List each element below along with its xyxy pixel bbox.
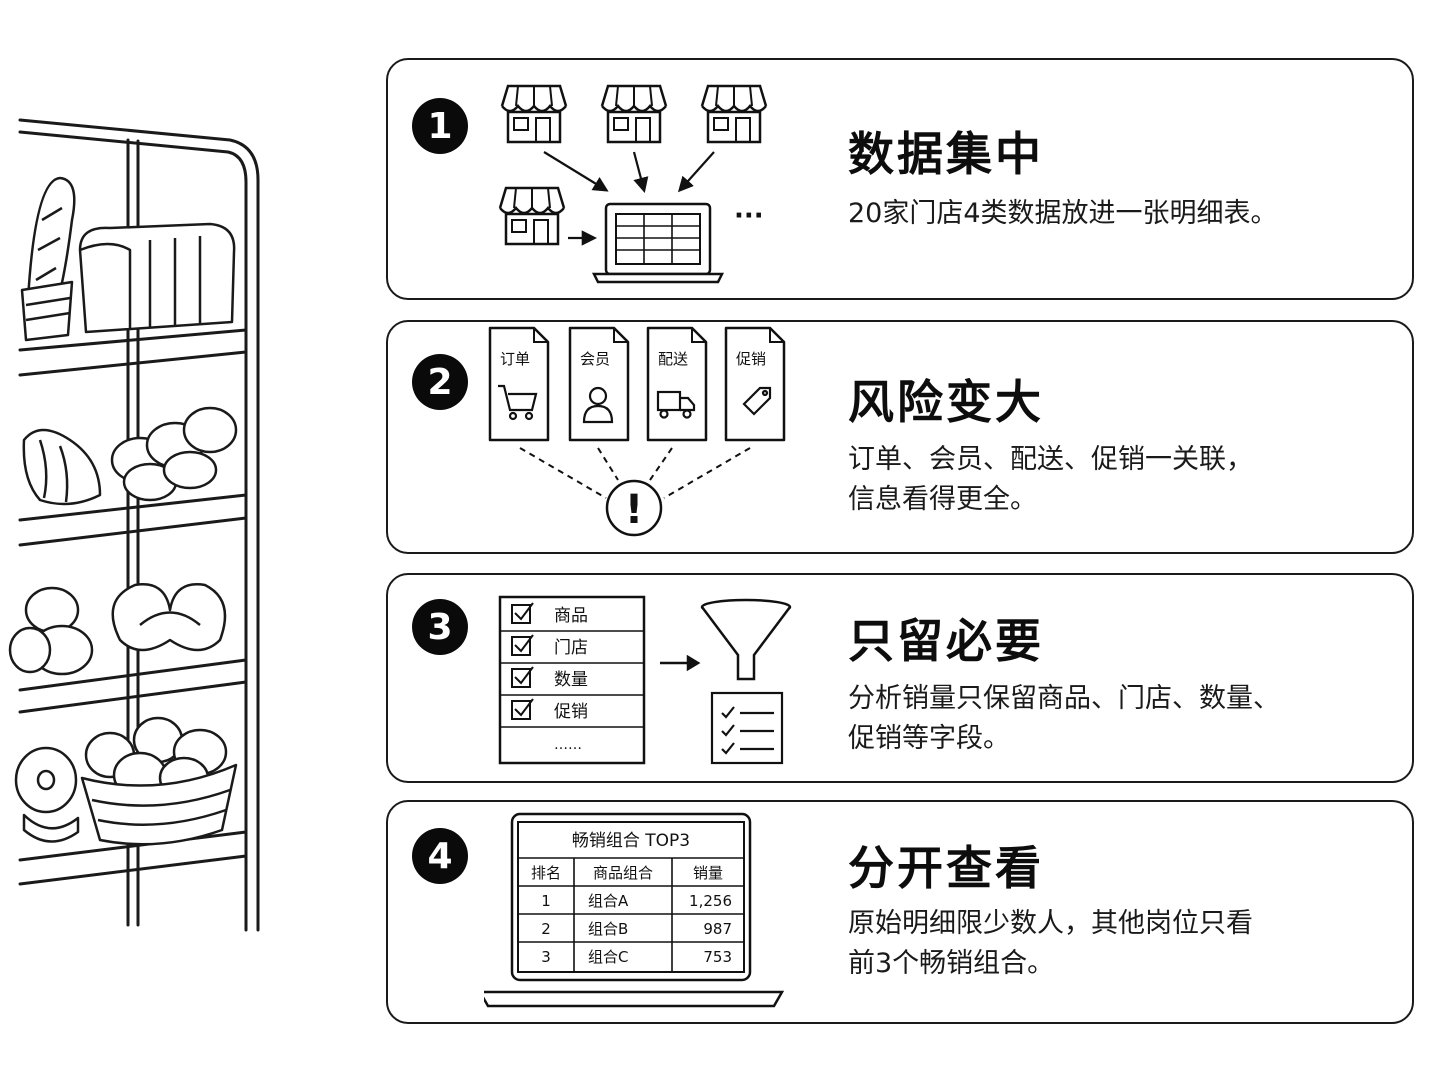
doc-order: 订单: [488, 326, 550, 442]
top3-laptop-illustration: 畅销组合 TOP3 排名 商品组合 销量 1 组合A 1,256 2 组合B 9…: [484, 812, 785, 1008]
step-card-2: 2 订单 会员 配送: [386, 320, 1414, 554]
store-icon-4: [498, 186, 566, 246]
ellipsis: ···: [734, 201, 764, 231]
step-number-badge: 2: [412, 354, 468, 410]
step-number-badge: 3: [412, 599, 468, 655]
laptop-spreadsheet-icon: [591, 202, 725, 284]
step-title: 数据集中: [848, 127, 1044, 181]
cart-icon: [498, 384, 538, 421]
step-number-badge: 4: [412, 828, 468, 884]
field-checklist: 商品 门店 数量 促销 ……: [498, 595, 646, 765]
step-card-4: 4 畅销组合 TOP3 排名 商品组合 销量 1 组合A 1,256 2 组合B…: [386, 800, 1414, 1024]
warning-icon: !: [605, 479, 663, 537]
bakery-shelf-illustration: [8, 118, 260, 932]
svg-text:!: !: [625, 487, 643, 533]
table-cell: 3: [541, 948, 551, 966]
table-cell: 1: [541, 892, 551, 910]
table-cell: 2: [541, 920, 551, 938]
step-description: 分析销量只保留商品、门店、数量、 促销等字段。: [848, 683, 1280, 754]
minimal-fields-illustration: 商品 门店 数量 促销 ……: [498, 595, 792, 765]
column-header: 商品组合: [593, 864, 653, 882]
truck-icon: [656, 390, 696, 419]
doc-member: 会员: [568, 326, 630, 442]
step-number-badge: 1: [412, 98, 468, 154]
svg-text:配送: 配送: [658, 350, 688, 368]
funnel-icon: [700, 598, 792, 681]
person-icon: [582, 386, 614, 424]
step-title: 风险变大: [848, 375, 1044, 429]
table-title: 畅销组合 TOP3: [572, 831, 690, 851]
doc-promotion: 促销: [724, 326, 786, 442]
table-cell: 组合A: [588, 892, 629, 910]
table-cell: 753: [703, 948, 732, 966]
step-description: 20家门店4类数据放进一张明细表。: [848, 198, 1278, 229]
table-cell: 1,256: [689, 892, 732, 910]
svg-text:促销: 促销: [736, 350, 766, 368]
svg-text:订单: 订单: [500, 350, 530, 368]
svg-text:……: ……: [554, 737, 582, 753]
doc-delivery: 配送: [646, 326, 708, 442]
table-cell: 组合C: [588, 948, 628, 966]
store-icon-2: [600, 84, 668, 144]
table-cell: 组合B: [588, 920, 628, 938]
step-title: 只留必要: [848, 614, 1044, 668]
table-cell: 987: [703, 920, 732, 938]
risk-illustration: 订单 会员 配送 促销: [488, 326, 786, 537]
step-card-3: 3 商品 门店 数量 促销 ……: [386, 573, 1414, 783]
step-card-1: 1: [386, 58, 1414, 300]
data-centralization-illustration: ···: [498, 84, 768, 284]
step-title: 分开查看: [848, 841, 1044, 895]
store-icon-3: [700, 84, 768, 144]
step-description: 原始明细限少数人，其他岗位只看 前3个畅销组合。: [848, 908, 1253, 979]
svg-text:数量: 数量: [554, 670, 588, 690]
tag-icon: [742, 386, 772, 416]
svg-text:促销: 促销: [554, 702, 588, 722]
column-header: 排名: [531, 864, 561, 882]
store-icon-1: [500, 84, 568, 144]
column-header: 销量: [693, 864, 723, 882]
svg-text:商品: 商品: [554, 606, 588, 626]
step-description: 订单、会员、配送、促销一关联， 信息看得更全。: [848, 444, 1253, 515]
svg-text:会员: 会员: [580, 350, 610, 368]
svg-text:门店: 门店: [554, 638, 588, 658]
result-list-icon: [710, 691, 784, 765]
arrow-right-icon: [660, 654, 701, 672]
